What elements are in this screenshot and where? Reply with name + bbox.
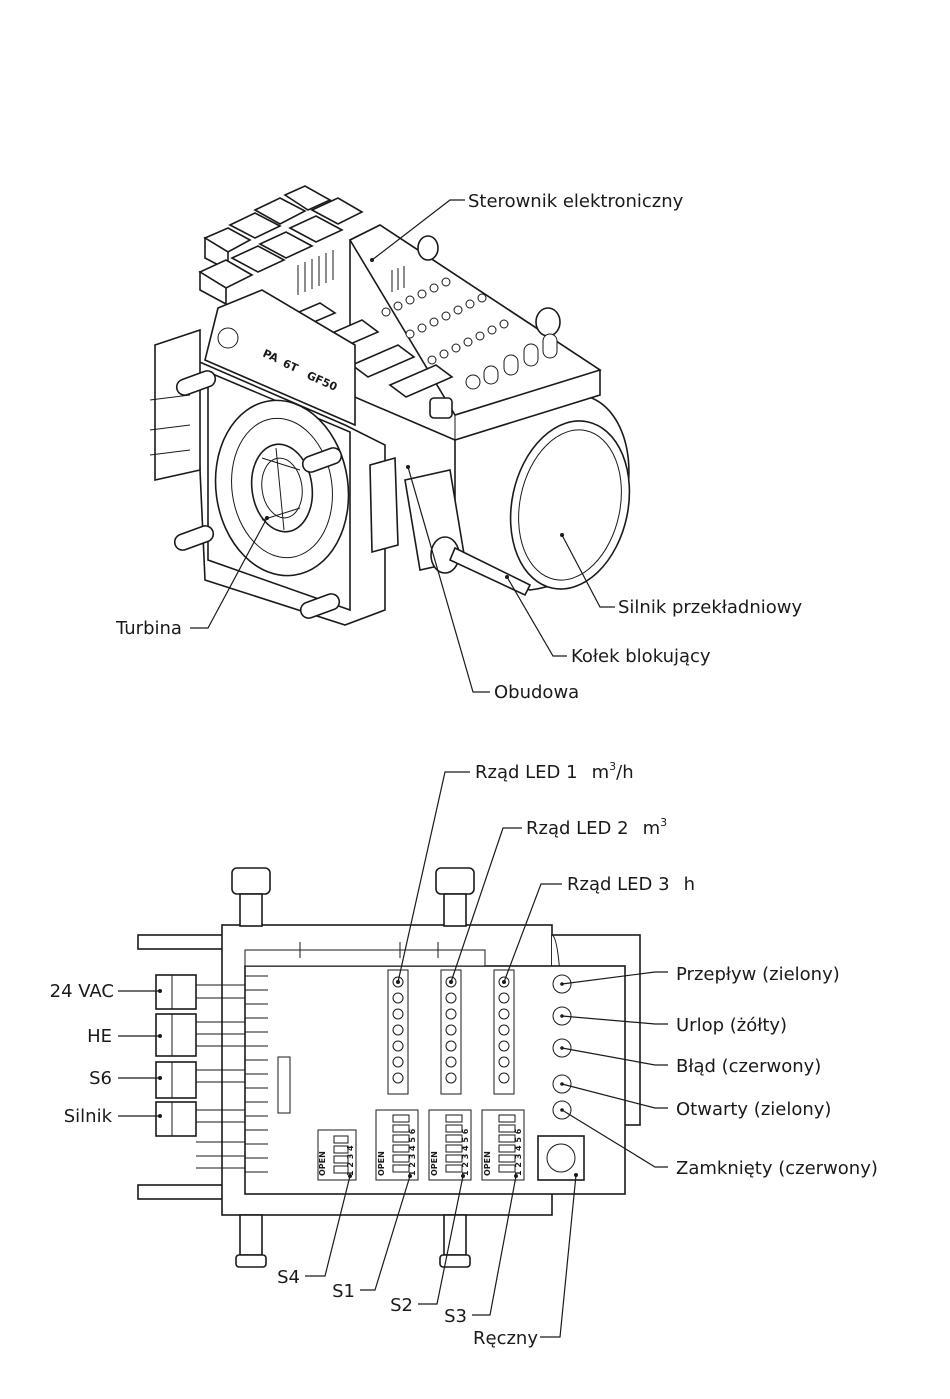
led-row-3-strip — [493, 969, 515, 1095]
led-row-3-label: Rząd LED 3 h — [567, 874, 695, 895]
svg-text:Rząd LED 1m3/h: Rząd LED 1 m3/h — [475, 760, 634, 783]
label-vacation-led: Urlop (żółty) — [676, 1015, 787, 1036]
dip-switch-s3: OPEN 1 2 3 4 5 6 — [481, 1109, 525, 1181]
led-row-2-label: Rząd LED 2 m3 — [526, 816, 667, 839]
manual-button — [546, 1143, 576, 1173]
label-gear-motor: Silnik przekładniowy — [618, 597, 802, 618]
label-he: HE — [87, 1026, 112, 1047]
isometric-view: PA 6T GF50 Sterownik elektroniczny Turbi… — [115, 185, 802, 703]
board-status-leds — [465, 333, 558, 390]
led-row-1-name: Rząd LED 1 — [475, 762, 578, 783]
controller-board-drawing — [283, 224, 602, 441]
label-closed-led: Zamknięty (czerwony) — [676, 1158, 878, 1179]
plan-leaders — [118, 771, 668, 1338]
housing-marking-6t: 6T — [281, 357, 301, 375]
s2-open-text: OPEN — [430, 1151, 439, 1176]
led-row-2-unit: m — [643, 818, 661, 839]
label-s4: S4 — [277, 1267, 300, 1288]
plan-connectors — [155, 974, 291, 1173]
top-leaders — [190, 199, 615, 693]
led-row-2-name: Rząd LED 2 — [526, 818, 629, 839]
label-s2: S2 — [390, 1295, 413, 1316]
plan-view: OPEN 1 2 3 4 OPEN 1 2 3 4 5 6 OPEN 1 2 3… — [50, 760, 878, 1349]
led-row-3-unit: h — [684, 874, 695, 895]
label-s3: S3 — [444, 1306, 467, 1327]
board-led-dots — [381, 277, 509, 365]
label-housing: Obudowa — [494, 682, 579, 703]
led-row-1-label: Rząd LED 1 m3/h — [475, 760, 634, 783]
led-row-1-unit: m — [592, 762, 610, 783]
plan-studs — [231, 867, 475, 1268]
led-row-1-unit-sup: 3 — [609, 760, 616, 773]
s4-numbers: 1 2 3 4 — [346, 1145, 355, 1176]
s3-numbers: 1 2 3 4 5 6 — [514, 1128, 523, 1176]
s1-open-text: OPEN — [377, 1151, 386, 1176]
label-error-led: Błąd (czerwony) — [676, 1056, 821, 1077]
housing-marking-pa: PA — [261, 347, 281, 365]
led-row-1-strip — [387, 969, 409, 1095]
dip-switch-s4: OPEN 1 2 3 4 — [317, 1129, 357, 1181]
gear-motor-drawing — [454, 394, 631, 591]
label-controller: Sterownik elektroniczny — [468, 191, 684, 212]
label-locking-pin: Kołek blokujący — [571, 646, 711, 667]
board-push-button — [429, 397, 453, 419]
s3-open-text: OPEN — [483, 1151, 492, 1176]
led-row-3-name: Rząd LED 3 — [567, 874, 670, 895]
label-s1: S1 — [332, 1281, 355, 1302]
svg-text:Rząd LED 3h: Rząd LED 3 h — [567, 874, 695, 895]
label-open-led: Otwarty (zielony) — [676, 1099, 831, 1120]
label-s6: S6 — [89, 1068, 112, 1089]
dip-switch-s2: OPEN 1 2 3 4 5 6 — [428, 1109, 472, 1181]
led-row-2-strip — [440, 969, 462, 1095]
led-row-1-unit-suffix: /h — [616, 762, 633, 783]
svg-text:Rząd LED 2m3: Rząd LED 2 m3 — [526, 816, 667, 839]
s1-numbers: 1 2 3 4 5 6 — [408, 1128, 417, 1176]
label-flow-led: Przepływ (zielony) — [676, 964, 840, 985]
dip-switch-s1: OPEN 1 2 3 4 5 6 — [375, 1109, 419, 1181]
label-motor: Silnik — [64, 1106, 113, 1127]
label-24vac: 24 VAC — [50, 981, 114, 1002]
housing-drawing — [149, 289, 532, 626]
connector-stack-drawing — [198, 185, 364, 306]
s4-open-text: OPEN — [318, 1151, 327, 1176]
s2-numbers: 1 2 3 4 5 6 — [461, 1128, 470, 1176]
label-manual: Ręczny — [473, 1328, 538, 1349]
led-row-2-unit-sup: 3 — [660, 816, 667, 829]
label-turbine: Turbina — [115, 618, 182, 639]
studs — [173, 370, 343, 619]
